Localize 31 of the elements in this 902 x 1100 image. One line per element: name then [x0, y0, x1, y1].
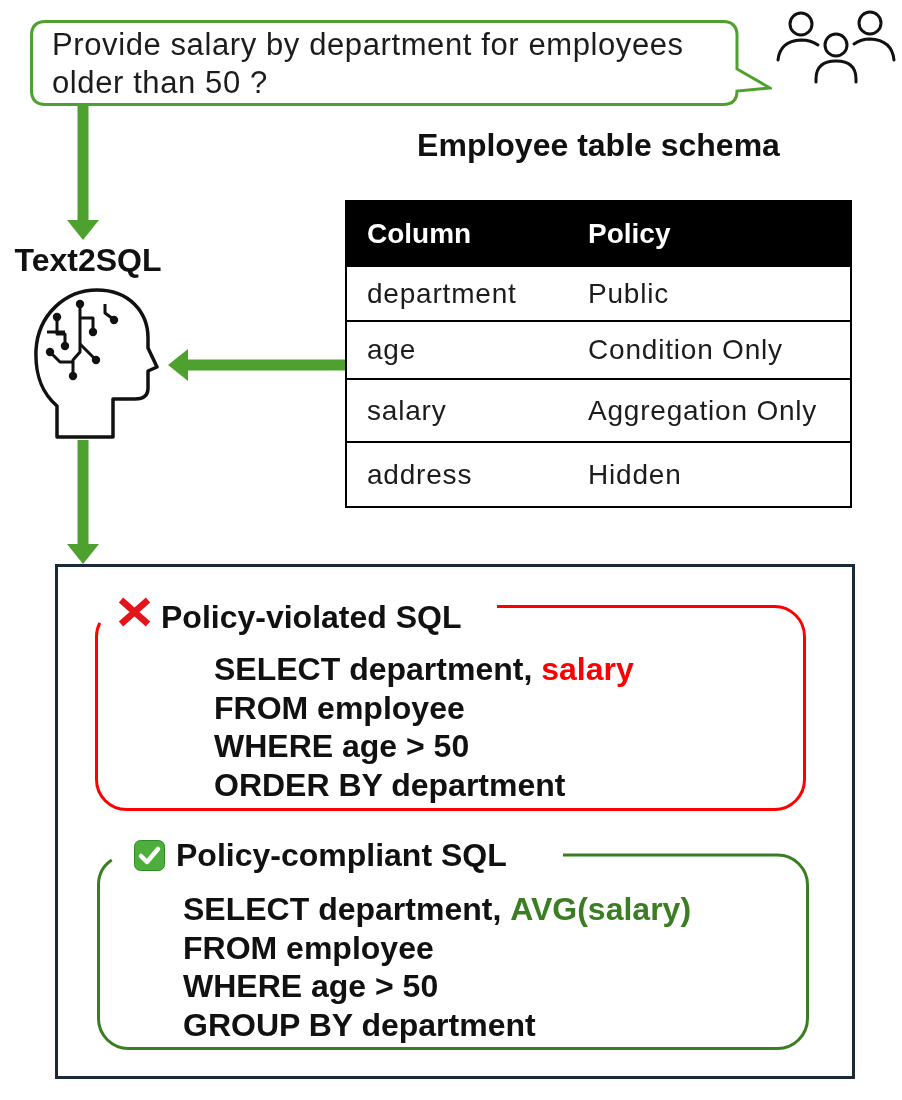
sql-code: GROUP BY department — [183, 1007, 536, 1044]
policy-value: Hidden — [568, 442, 851, 507]
column-header: Policy — [568, 201, 851, 266]
policy-value: Condition Only — [568, 321, 851, 379]
arrow — [67, 106, 99, 240]
sql-code: WHERE age > 50 — [214, 728, 470, 764]
sql-code: ORDER BY department — [214, 766, 566, 803]
sql-code: WHERE age > 50 — [183, 968, 439, 1005]
sql-code: SELECT department, — [214, 651, 533, 687]
arrow — [67, 440, 99, 564]
question-text: Provide salary by department for employees older than 50 ? — [52, 26, 685, 102]
column-name: department — [346, 266, 568, 321]
policy-value: Aggregation Only — [568, 379, 851, 442]
speech-bubble — [30, 20, 772, 106]
agent-title: Text2SQL — [14, 243, 162, 279]
column-header: Column — [346, 201, 568, 266]
sql-code: FROM employee — [183, 929, 434, 966]
highlighted-code: salary — [541, 651, 634, 687]
highlighted-code: AVG(salary) — [510, 891, 692, 927]
panel-heading: Policy-violated SQL — [161, 599, 462, 635]
column-name: address — [346, 442, 568, 507]
column-name: age — [346, 321, 568, 379]
output-panel — [55, 564, 855, 1079]
arrow — [168, 349, 345, 381]
column-name: salary — [346, 379, 568, 442]
panel-heading: Policy-compliant SQL — [176, 837, 507, 873]
table-title: Employee table schema — [417, 128, 780, 164]
sql-code: FROM employee — [214, 689, 465, 726]
sql-panel — [95, 595, 806, 811]
sql-code: SELECT department, — [183, 891, 502, 927]
policy-value: Public — [568, 266, 851, 321]
